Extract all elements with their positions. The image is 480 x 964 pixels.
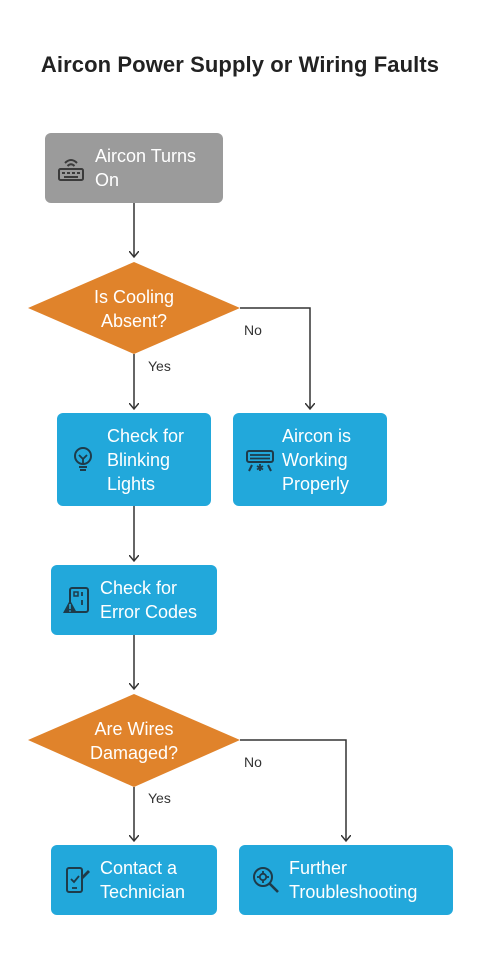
node-further-troubleshooting: Further Troubleshooting: [239, 845, 453, 915]
phone-edit-icon: [63, 865, 91, 895]
decision2-diamond: [28, 694, 240, 787]
node-check-error-codes-label: Check for Error Codes: [100, 578, 198, 622]
decision1-diamond: [28, 262, 240, 354]
lightbulb-icon: [71, 445, 95, 475]
node-check-blinking-lights-label: Check for Blinking Lights: [107, 425, 185, 494]
node-aircon-working-properly-label: Aircon is Working Properly: [282, 425, 352, 494]
node-check-error-codes: Check for Error Codes: [51, 565, 217, 635]
node-aircon-working-properly: Aircon is Working Properly: [233, 413, 387, 506]
node-further-troubleshooting-label: Further Troubleshooting: [289, 858, 418, 902]
connector-decision1-no: [240, 307, 310, 409]
decision2-yes-label: Yes: [148, 790, 171, 806]
warning-panel-icon: [62, 585, 92, 615]
decision2-label: Are Wires Damaged?: [89, 719, 179, 763]
decision1-yes-label: Yes: [148, 358, 171, 374]
connector-decision2-no: [240, 739, 346, 841]
node-check-blinking-lights: Check for Blinking Lights: [57, 413, 211, 506]
diagram-title: Aircon Power Supply or Wiring Faults: [40, 52, 440, 77]
keyboard-wifi-icon: [57, 154, 85, 182]
node-contact-technician-label: Contact a Technician: [100, 858, 186, 902]
decision2-no-label: No: [244, 754, 262, 770]
node-contact-technician: Contact a Technician: [51, 845, 217, 915]
air-conditioner-icon: [245, 445, 275, 475]
decision1-label: Is Cooling Absent?: [93, 287, 175, 331]
node-aircon-turns-on: Aircon Turns On: [45, 133, 223, 203]
node-aircon-turns-on-label: Aircon Turns On: [95, 146, 197, 190]
decision1-no-label: No: [244, 322, 262, 338]
magnifier-gear-icon: [251, 865, 281, 895]
